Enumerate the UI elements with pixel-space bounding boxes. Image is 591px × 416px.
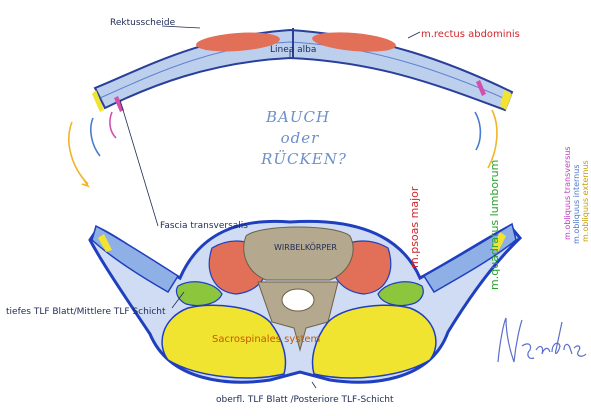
question-line-3: RÜCKEN?: [260, 150, 347, 168]
label-wirbelkoerper: WIRBELKÖRPER: [274, 242, 337, 252]
question-line-1: BAUCH: [265, 108, 330, 126]
label-quadratus-lumborum: m.quadratus lumborum: [488, 160, 501, 290]
label-sacrospinales: Sacrospinales system: [212, 334, 320, 345]
label-psoas-major: m.psoas major: [408, 186, 421, 268]
signature: [498, 318, 586, 362]
label-rektusscheide: Rektusscheide: [110, 18, 176, 28]
label-linea-alba: Linea alba: [270, 45, 316, 55]
spinal-canal: [282, 289, 314, 311]
label-rectus-abdominis: m.rectus abdominis: [421, 29, 520, 40]
label-fascia-transversalis: Fascia transversalis: [160, 221, 248, 231]
label-oberfl-blatt: oberfl. TLF Blatt /Posteriore TLF-Schich…: [216, 395, 394, 405]
label-obliquus-transversus: m.obliquus transversus: [563, 146, 572, 240]
label-obliquus-internus: m.obliquus internus: [572, 165, 581, 245]
abdominal-wall: [92, 28, 512, 112]
question-line-2: oder: [281, 129, 320, 147]
rectus-sheath: [95, 30, 512, 110]
label-obliquus-externus: m.obliquus externus: [581, 160, 590, 242]
vertebral-body: [244, 227, 353, 280]
label-tiefes-blatt: tiefes TLF Blatt/Mittlere TLF Schicht: [6, 307, 166, 317]
